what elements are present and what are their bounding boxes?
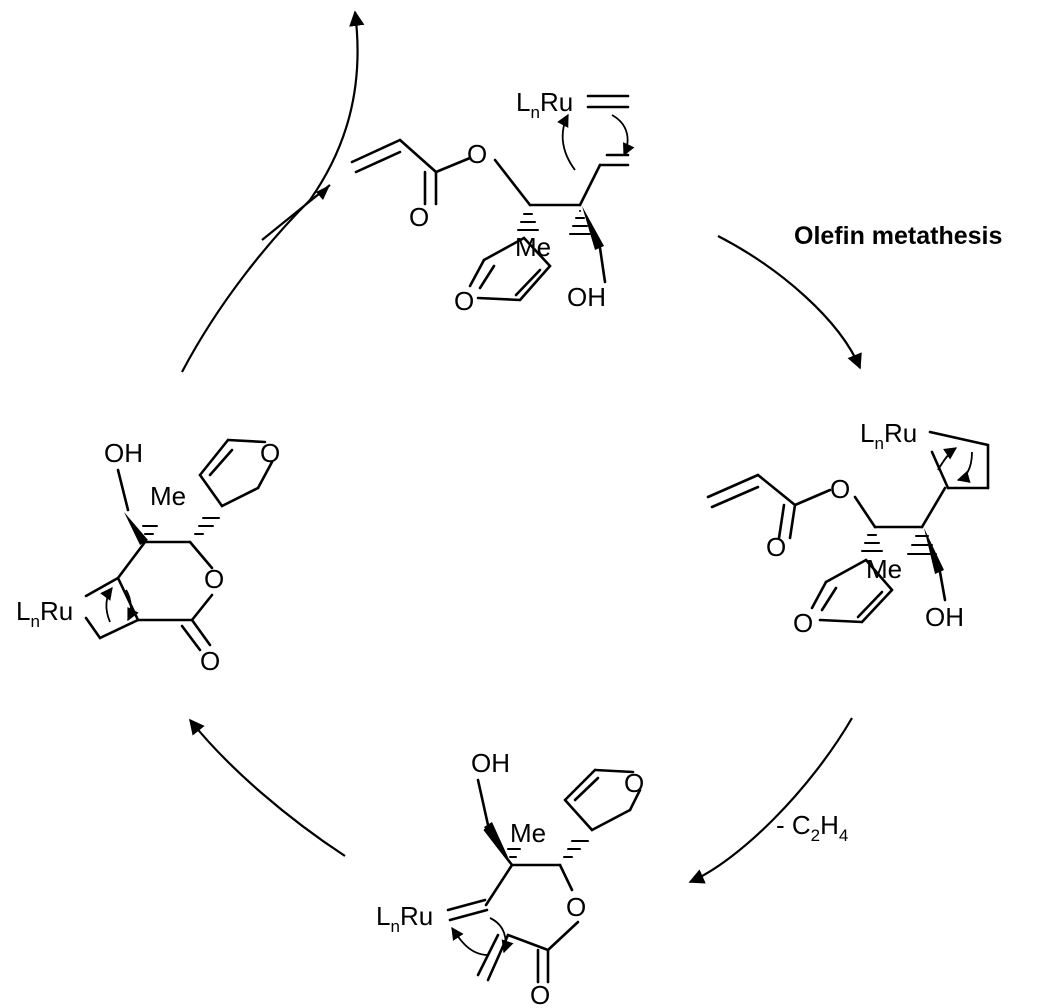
molecule-left-lactone-metallacycle: OH Me O O O [16,438,280,676]
bottom-push-arrow-1 [489,917,514,954]
ethylene-byproduct-label: - C2H4 [776,810,848,845]
right-ru-label: LnRu [860,418,917,453]
svg-text:O: O [204,564,224,594]
svg-text:O: O [467,139,487,169]
svg-text:O: O [793,608,813,638]
left-push-arrow-2 [125,589,139,622]
svg-text:O: O [454,286,474,316]
left-ru-label: LnRu [16,596,73,631]
top-furan-ring: O [454,236,552,316]
svg-text:OH: OH [925,602,964,632]
top-push-arrow-2 [611,114,635,157]
cycle-arrow-ethylene-loss [688,717,853,884]
left-push-arrow-1 [100,586,113,623]
svg-text:O: O [566,892,586,922]
right-push-arrow-2 [937,447,958,471]
svg-text:O: O [200,646,220,676]
svg-text:OH: OH [471,748,510,778]
molecule-bottom-ruthenium-carbene: LnRu OH Me O O [376,748,644,1008]
top-push-arrow-1 [557,113,576,171]
molecule-top-ruthenium-carbene: LnRu O O Me OH [350,87,635,316]
svg-text:O: O [624,768,644,798]
molecule-right-metallacyclobutane: LnRu O O Me OH [706,418,990,638]
cycle-arrow-exit [181,10,365,373]
left-furan-ring: O [198,438,280,508]
svg-text:O: O [530,980,550,1008]
cycle-arrow-metathesis [717,235,862,370]
svg-text:Me: Me [510,818,546,848]
cycle-arrow-ring-closing [189,718,346,857]
bottom-push-arrow-2 [451,926,489,956]
olefin-metathesis-label: Olefin metathesis [794,222,1002,250]
bottom-ru-label: LnRu [376,901,433,936]
right-push-arrow-1 [956,451,973,483]
svg-text:O: O [409,202,429,232]
svg-text:OH: OH [567,282,606,312]
cycle-arrows [181,10,862,884]
svg-text:O: O [830,474,850,504]
right-furan-ring: O [793,558,894,638]
bottom-furan-ring: O [563,768,644,832]
svg-text:Me: Me [150,481,186,511]
svg-text:O: O [260,438,280,468]
svg-text:OH: OH [104,438,143,468]
svg-text:O: O [766,532,786,562]
top-ru-label: LnRu [516,87,573,122]
